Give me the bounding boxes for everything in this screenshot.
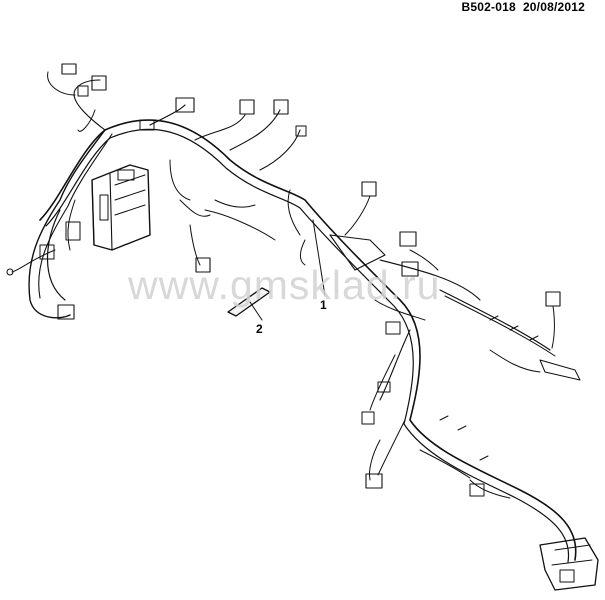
drawing-reference: B502-018 20/08/2012 [462,0,585,14]
reference-code: B502-018 [461,0,516,14]
left-harness-branch [11,129,113,319]
lower-harness-branches [361,329,511,499]
top-left-branch [47,63,107,132]
left-side-connectors [6,221,81,320]
callout-leaders [249,219,326,321]
part-2-clip [227,287,271,317]
main-harness-trunk [39,119,577,563]
bottom-right-connector-block [539,537,599,591]
fuse-relay-box [91,164,151,251]
reference-date: 20/08/2012 [522,0,585,14]
upper-harness-branches [139,97,377,273]
right-harness-branch [439,289,581,381]
callout-1-label: 1 [320,298,327,312]
callout-2-label: 2 [256,322,263,336]
central-connector-cluster [329,231,481,335]
watermark: www.gmsklad.ru [128,262,441,308]
